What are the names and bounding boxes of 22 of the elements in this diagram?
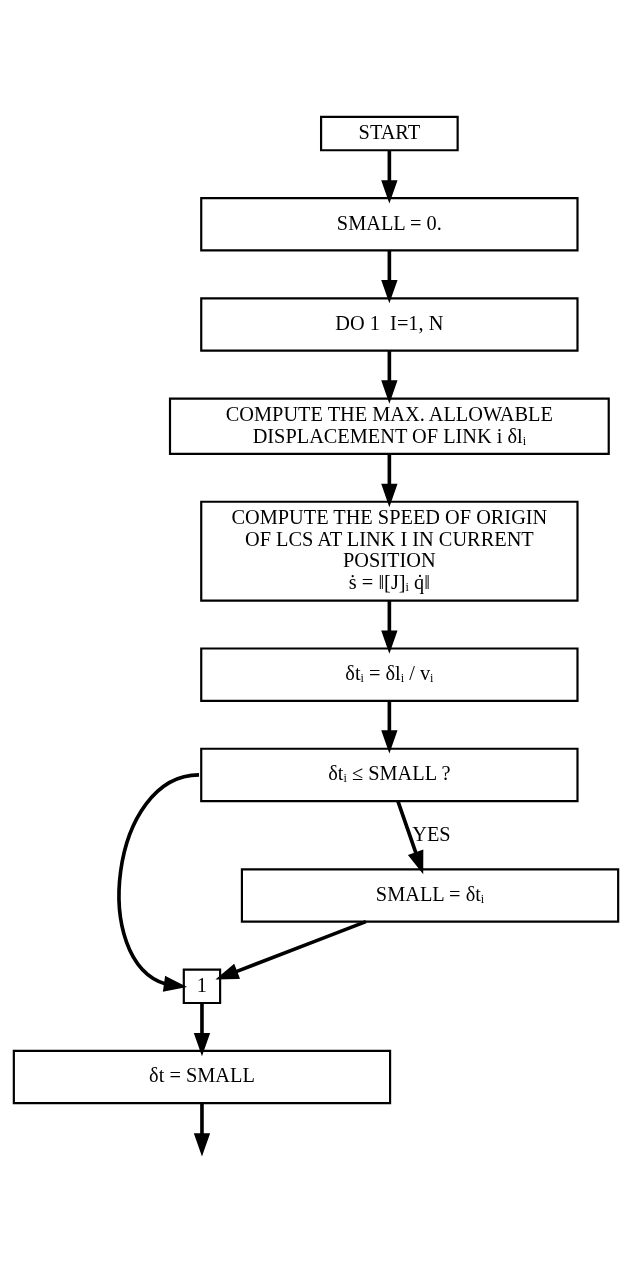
node-box: START: [320, 115, 459, 152]
arrow: [193, 1003, 211, 1057]
node-box: COMPUTE THE SPEED OF ORIGIN OF LCS AT LINK I IN CURRENT POSITION ṡ = ‖[J]ᵢ q̇‖: [200, 500, 579, 602]
arrow: [117, 773, 200, 992]
node-box: SMALL = 0.: [200, 197, 579, 252]
arrow: [193, 1103, 211, 1157]
node-box: SMALL = δtᵢ: [240, 868, 620, 923]
edge-label: YES: [412, 822, 451, 845]
node-box: 1: [182, 968, 222, 1005]
arrow: [381, 250, 398, 304]
arrow: [381, 150, 398, 204]
node-box: δtᵢ = δlᵢ / vᵢ: [200, 647, 579, 702]
arrow: [215, 919, 367, 980]
node-box: δt = SMALL: [12, 1049, 392, 1105]
node-box: DO 1 I=1, N: [200, 297, 579, 352]
arrow: [381, 701, 398, 754]
node-box: δtᵢ ≤ SMALL ?: [200, 747, 579, 803]
arrow: [396, 800, 424, 875]
node-box: COMPUTE THE MAX. ALLOWABLE DISPLACEMENT OF LINK i δlᵢ: [168, 397, 610, 455]
arrow: [381, 350, 398, 404]
arrow: [381, 600, 398, 654]
arrow: [381, 454, 398, 508]
